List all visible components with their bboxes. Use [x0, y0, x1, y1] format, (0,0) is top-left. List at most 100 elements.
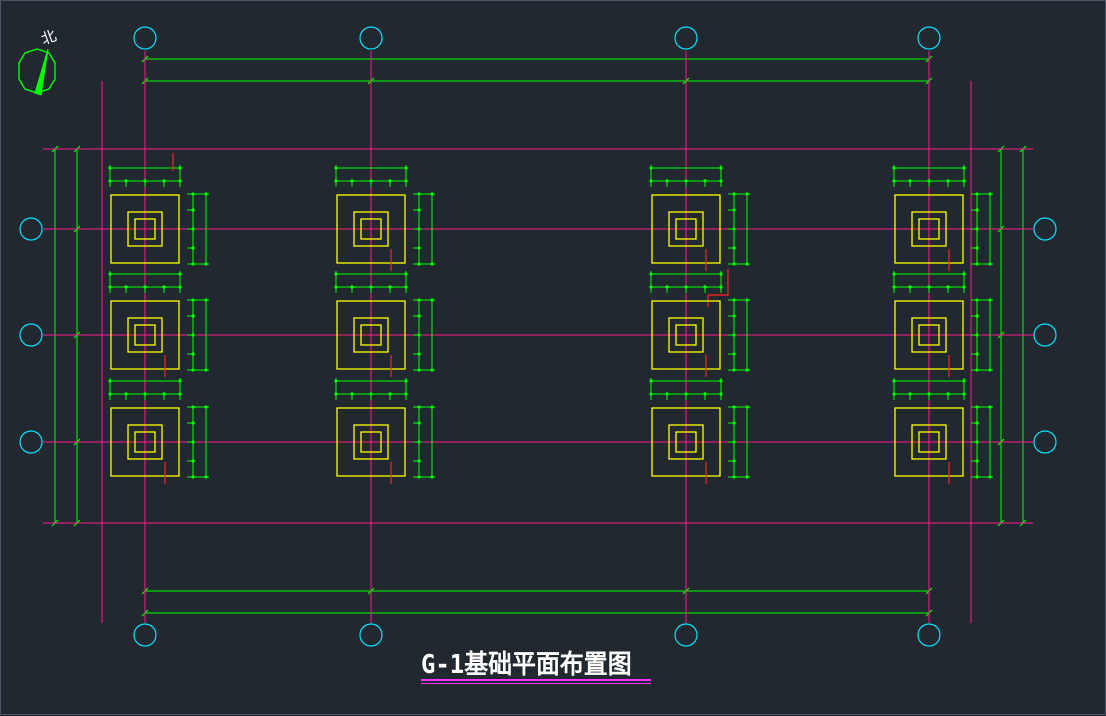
- footing-dim-tick: [404, 285, 408, 289]
- footing-column: [134, 324, 156, 346]
- footing-dim-tick: [962, 285, 966, 289]
- footing-dim-tick: [162, 392, 166, 396]
- footing-column: [675, 431, 697, 453]
- footing-dim-tick: [927, 179, 931, 183]
- footing-dim-tick: [143, 179, 147, 183]
- footing-dim-tick: [892, 272, 896, 276]
- footing-dim-tick: [649, 392, 653, 396]
- footing-dim-tick: [719, 392, 723, 396]
- footing-dim-tick: [417, 192, 421, 196]
- footing-dim-tick: [649, 379, 653, 383]
- footing-dim-tick: [334, 379, 338, 383]
- footing-pedestal: [911, 317, 947, 353]
- footing-dim-tick: [143, 285, 147, 289]
- footing-outer: [110, 407, 180, 477]
- footing: [334, 165, 435, 271]
- footing-column: [675, 218, 697, 240]
- footing-dim-tick: [745, 298, 749, 302]
- footing-dim-tick: [719, 272, 723, 276]
- footing-dim-tick: [975, 314, 979, 318]
- footing-dim-tick: [108, 379, 112, 383]
- footing-dim-tick: [988, 368, 992, 372]
- footing-dim-tick: [732, 440, 736, 444]
- footing-dim-tick: [732, 208, 736, 212]
- footing-dim-tick: [204, 475, 208, 479]
- footing-dim-tick: [417, 262, 421, 266]
- footing-dim-tick: [732, 246, 736, 250]
- axis-bubble-icon: [19, 323, 43, 347]
- footing-dim-tick: [703, 392, 707, 396]
- footing: [892, 271, 993, 377]
- axis-grid: [43, 51, 1033, 623]
- footing-dim-tick: [975, 475, 979, 479]
- footing-dim-tick: [745, 192, 749, 196]
- footing-dim-tick: [975, 459, 979, 463]
- footing-dim-tick: [178, 379, 182, 383]
- footing-dim-tick: [430, 405, 434, 409]
- dimension-lines: [51, 51, 1027, 617]
- footing-dim-tick: [404, 166, 408, 170]
- footing-dim-tick: [732, 421, 736, 425]
- footing-pedestal: [353, 317, 389, 353]
- footing-dim-tick: [908, 179, 912, 183]
- footing-dim-tick: [191, 352, 195, 356]
- footing-dim-tick: [124, 392, 128, 396]
- footing-dim-tick: [927, 392, 931, 396]
- footing-column: [918, 324, 940, 346]
- footing-dim-tick: [988, 475, 992, 479]
- footing-dim-tick: [892, 166, 896, 170]
- footing-dim-tick: [975, 333, 979, 337]
- footing-dim-tick: [108, 285, 112, 289]
- footing-dim-tick: [417, 227, 421, 231]
- footing-outer: [336, 194, 406, 264]
- footings: [108, 153, 993, 484]
- footing-dim-tick: [191, 440, 195, 444]
- footing-dim-tick: [178, 179, 182, 183]
- footing-dim-tick: [946, 285, 950, 289]
- footing-dim-tick: [204, 405, 208, 409]
- footing-dim-tick: [178, 392, 182, 396]
- footing-dim-tick: [649, 272, 653, 276]
- axis-bubble-icon: [359, 623, 383, 647]
- footing-dim-tick: [404, 392, 408, 396]
- footing-dim-tick: [719, 379, 723, 383]
- footing-dim-tick: [975, 208, 979, 212]
- footing-dim-tick: [191, 227, 195, 231]
- footing-pedestal: [353, 211, 389, 247]
- footing-outer: [336, 300, 406, 370]
- footing-dim-tick: [745, 262, 749, 266]
- footing-column: [360, 431, 382, 453]
- footing-column: [918, 218, 940, 240]
- footing-dim-tick: [732, 333, 736, 337]
- footing-dim-tick: [430, 262, 434, 266]
- footing: [108, 271, 209, 377]
- footing-dim-tick: [204, 368, 208, 372]
- footing-dim-tick: [108, 272, 112, 276]
- axis-bubble-icon: [674, 623, 698, 647]
- footing-outer: [336, 407, 406, 477]
- footing-dim-tick: [204, 298, 208, 302]
- footing-dim-tick: [350, 285, 354, 289]
- footing-dim-tick: [417, 208, 421, 212]
- footing-dim-tick: [204, 262, 208, 266]
- footing-dim-tick: [975, 405, 979, 409]
- footing-outer: [110, 300, 180, 370]
- footing-dim-tick: [962, 392, 966, 396]
- footing: [892, 378, 993, 484]
- footing-dim-tick: [162, 285, 166, 289]
- footing-dim-tick: [684, 392, 688, 396]
- footing-dim-tick: [745, 405, 749, 409]
- axis-bubble-icon: [19, 430, 43, 454]
- footing-dim-tick: [417, 352, 421, 356]
- footing-dim-tick: [369, 285, 373, 289]
- footing-dim-tick: [124, 179, 128, 183]
- footing-dim-tick: [732, 475, 736, 479]
- footing-dim-tick: [892, 379, 896, 383]
- footing-dim-tick: [975, 421, 979, 425]
- footing-dim-tick: [162, 179, 166, 183]
- footing-dim-tick: [745, 475, 749, 479]
- footing-dim-tick: [892, 179, 896, 183]
- axis-bubble-icon: [674, 26, 698, 50]
